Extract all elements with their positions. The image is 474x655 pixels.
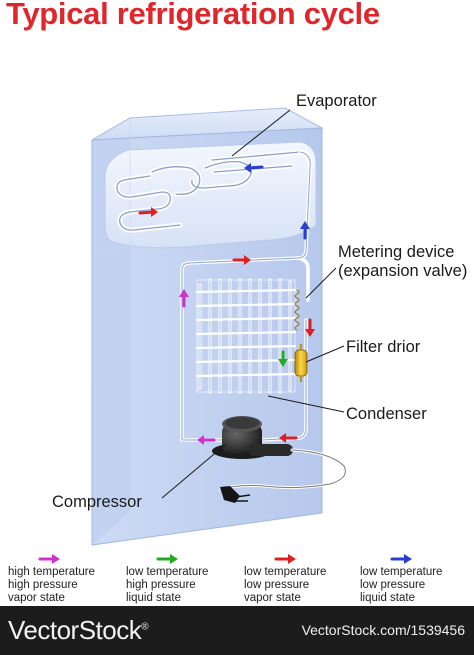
- arrow-purple-left: [197, 435, 216, 445]
- legend-text-line: low temperature: [126, 566, 209, 578]
- arrow-red-top-line: [232, 255, 251, 265]
- legend-arrow-green-icon: [156, 554, 178, 564]
- legend-text-line: high temperature: [8, 566, 95, 578]
- plug-icon: [220, 486, 240, 503]
- arrow-green-down: [278, 350, 288, 367]
- condenser-label: Condenser: [346, 405, 427, 423]
- leader-lines: [161, 109, 345, 499]
- registered-mark: ®: [141, 621, 149, 633]
- legend-arrow-blue-icon: [390, 554, 412, 564]
- metering-device-label: Metering device: [338, 243, 455, 261]
- legend-text-line: low pressure: [244, 579, 310, 591]
- arrow-blue-riser: [300, 221, 310, 240]
- arrow-red-down: [305, 318, 315, 337]
- flow-arrows: [138, 163, 315, 445]
- legend-text-line: vapor state: [8, 592, 65, 604]
- diagram-title: Typical refrigeration cycle: [6, 0, 380, 31]
- legend: high temperature high pressure vapor sta…: [0, 553, 474, 605]
- cabinet: [91, 107, 324, 547]
- footer-bar: VectorStock® VectorStock.com/1539456: [0, 606, 474, 655]
- legend-text-line: high pressure: [8, 579, 78, 591]
- watermark-text: VectorStock.com/1539456: [301, 622, 465, 638]
- legend-text-line: low temperature: [244, 566, 327, 578]
- legend-text-line: high pressure: [126, 579, 196, 591]
- legend-text-line: liquid state: [126, 592, 181, 604]
- refrigerator-diagram: [91, 107, 347, 547]
- legend-arrow-red-icon: [274, 554, 296, 564]
- legend-text-line: low temperature: [360, 566, 443, 578]
- expansion-valve-label: (expansion valve): [338, 262, 468, 280]
- vectorstock-logo: VectorStock®: [8, 615, 149, 646]
- arrow-red-evaporator: [138, 207, 158, 217]
- brand-name: VectorStock: [8, 615, 142, 645]
- legend-arrow-purple-icon: [38, 554, 60, 564]
- arrow-red-bottom-line: [279, 433, 298, 443]
- capillary-tube: [294, 289, 300, 331]
- filter-drier: [294, 344, 308, 382]
- arrow-blue-evaporator: [244, 163, 264, 173]
- power-cord: [218, 448, 347, 503]
- filter-drior-label: Filter drior: [346, 338, 421, 356]
- legend-text-line: liquid state: [360, 592, 415, 604]
- arrow-purple-up: [179, 289, 189, 308]
- compressor-label: Compressor: [52, 493, 142, 511]
- compressor: [212, 416, 293, 459]
- legend-text-line: vapor state: [244, 592, 301, 604]
- legend-text-line: low pressure: [360, 579, 426, 591]
- condenser-coil: [195, 278, 300, 394]
- evaporator-label: Evaporator: [296, 92, 377, 110]
